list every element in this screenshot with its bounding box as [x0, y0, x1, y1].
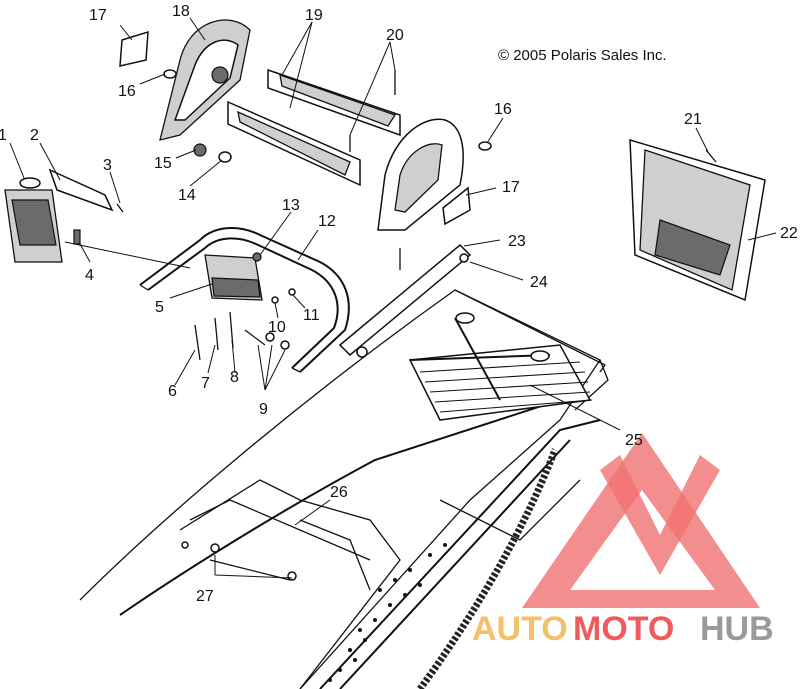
clip: [73, 229, 81, 245]
x-brace: [409, 312, 551, 401]
watermark-logo: [522, 433, 760, 608]
callout-21: 21: [684, 111, 702, 128]
callout-2: 2: [30, 127, 39, 144]
watermark-text-moto: MOTO: [573, 610, 674, 648]
left-grab-handle: [159, 19, 251, 141]
callout-26: 26: [330, 484, 348, 501]
decal-17-left: [119, 30, 149, 67]
callout-5: 5: [155, 299, 164, 316]
perforated-plate: [328, 543, 447, 682]
callout-8: 8: [230, 369, 239, 386]
decal-17-right: [442, 186, 471, 226]
rear-tunnel-assembly: [79, 289, 609, 689]
callout-17-left: 17: [89, 7, 107, 24]
hardware: [194, 288, 296, 361]
callout-10: 10: [268, 319, 286, 336]
rail-19-lower: [227, 100, 361, 187]
callout-16-left: 16: [118, 83, 136, 100]
strut-rod: [338, 243, 472, 358]
callout-18: 18: [172, 3, 190, 20]
screw-16-left: [163, 69, 177, 79]
washer-15: [193, 143, 207, 157]
watermark-wordmark: AUTO MOTO HUB: [472, 610, 774, 648]
leader-lines: [9, 17, 777, 579]
right-grab-handle: [377, 118, 464, 231]
callout-13: 13: [282, 197, 300, 214]
callout-7: 7: [201, 375, 210, 392]
watermark-text-auto: AUTO: [472, 610, 568, 648]
callout-20: 20: [386, 27, 404, 44]
callout-16-right: 16: [494, 101, 512, 118]
taillight-gasket: [48, 168, 114, 212]
callout-17-right: 17: [502, 179, 520, 196]
callout-25: 25: [625, 432, 643, 449]
side-trim-strip: [417, 448, 559, 689]
callout-12: 12: [318, 213, 336, 230]
callout-1: 1: [0, 127, 7, 144]
rail-19-upper: [267, 68, 401, 137]
callout-24: 24: [530, 274, 548, 291]
bulb: [19, 177, 41, 189]
callout-11: 11: [303, 307, 320, 324]
callout-labels: 1 2 3 4 5 6 7 8 9 10 11 12 13 14 15 16 1…: [0, 3, 798, 605]
license-light: [204, 254, 263, 301]
screw-16-right: [478, 141, 492, 151]
taillight-lens: [11, 199, 57, 246]
watermark-m-shape: [600, 455, 720, 575]
callout-4: 4: [85, 267, 94, 284]
callout-22: 22: [780, 225, 798, 242]
rivet-13: [252, 252, 262, 262]
callout-27: 27: [196, 588, 214, 605]
callout-15: 15: [154, 155, 172, 172]
callout-3: 3: [103, 157, 112, 174]
nut-14: [218, 151, 232, 163]
snow-flap: [629, 138, 766, 302]
rear-bumper-loop: [139, 227, 350, 373]
taillight-assembly: [4, 168, 124, 263]
callout-6: 6: [168, 383, 177, 400]
callout-14: 14: [178, 187, 196, 204]
copyright-text: © 2005 Polaris Sales Inc.: [498, 47, 667, 64]
callout-9: 9: [259, 401, 268, 418]
callout-23: 23: [508, 233, 526, 250]
callout-19: 19: [305, 7, 323, 24]
watermark-text-hub: HUB: [700, 610, 774, 648]
